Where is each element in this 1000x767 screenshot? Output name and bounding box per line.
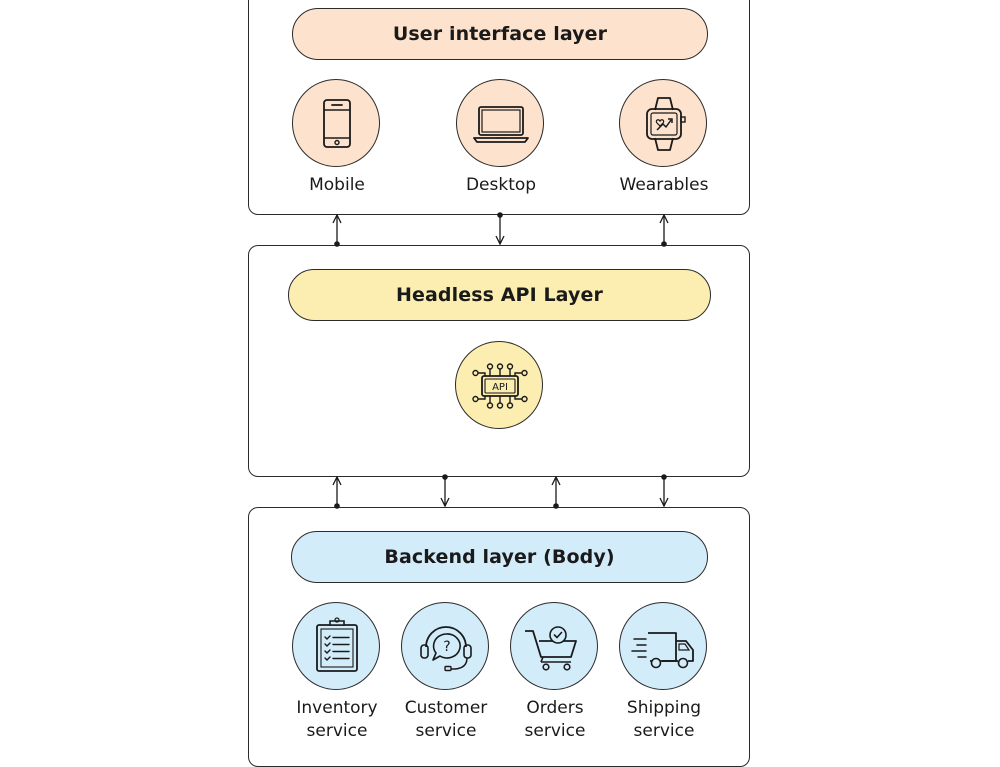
delivery-truck-icon bbox=[631, 632, 694, 669]
ui-api-arrow-desktop bbox=[497, 212, 503, 244]
customer-node: ? bbox=[401, 602, 489, 690]
desktop-label: Desktop bbox=[465, 175, 537, 195]
customer-label-line2: service bbox=[415, 721, 477, 741]
ui-layer-title-text: User interface layer bbox=[392, 23, 608, 45]
inventory-node bbox=[292, 602, 380, 690]
api-backend-arrow-2 bbox=[442, 474, 448, 506]
mobile-label: Mobile bbox=[309, 175, 365, 195]
shipping-node bbox=[619, 602, 707, 690]
wearables-node bbox=[619, 79, 707, 167]
laptop-icon bbox=[473, 106, 529, 143]
api-backend-arrow-3 bbox=[553, 477, 559, 509]
customer-label: Customer service bbox=[405, 697, 488, 743]
inventory-label: Inventory service bbox=[296, 697, 377, 743]
connector-arrows bbox=[0, 212, 1000, 509]
inventory-label-line1: Inventory bbox=[296, 698, 378, 718]
desktop-node bbox=[456, 79, 544, 167]
api-node: API bbox=[455, 341, 543, 429]
api-layer-title: Headless API Layer bbox=[288, 269, 711, 321]
shipping-label: Shipping service bbox=[627, 697, 701, 743]
svg-text:?: ? bbox=[443, 639, 450, 655]
api-backend-arrow-1 bbox=[334, 477, 340, 509]
headset-support-icon: ? bbox=[420, 626, 472, 672]
customer-label-line1: Customer bbox=[404, 698, 488, 718]
api-backend-arrow-4 bbox=[661, 474, 667, 506]
backend-layer-title: Backend layer (Body) bbox=[291, 531, 708, 583]
mobile-phone-icon bbox=[323, 99, 351, 148]
ui-api-arrow-wearables bbox=[661, 215, 667, 247]
orders-label: Orders service bbox=[525, 697, 586, 743]
shopping-cart-icon bbox=[525, 626, 577, 671]
inventory-label-line2: service bbox=[306, 721, 368, 741]
backend-layer-title-text: Backend layer (Body) bbox=[384, 546, 615, 568]
mobile-node bbox=[292, 79, 380, 167]
api-layer-title-text: Headless API Layer bbox=[396, 284, 603, 306]
shipping-label-line1: Shipping bbox=[626, 698, 702, 718]
clipboard-checklist-icon bbox=[316, 617, 358, 672]
orders-node bbox=[510, 602, 598, 690]
shipping-label-line2: service bbox=[633, 721, 695, 741]
orders-label-line1: Orders bbox=[526, 698, 584, 718]
smartwatch-icon bbox=[646, 97, 686, 151]
orders-label-line2: service bbox=[524, 721, 586, 741]
wearables-label: Wearables bbox=[619, 175, 709, 195]
ui-layer-title: User interface layer bbox=[292, 8, 708, 60]
ui-api-arrow-mobile bbox=[334, 215, 340, 247]
api-chip-text: API bbox=[492, 382, 508, 393]
api-chip-icon: API bbox=[472, 363, 528, 409]
